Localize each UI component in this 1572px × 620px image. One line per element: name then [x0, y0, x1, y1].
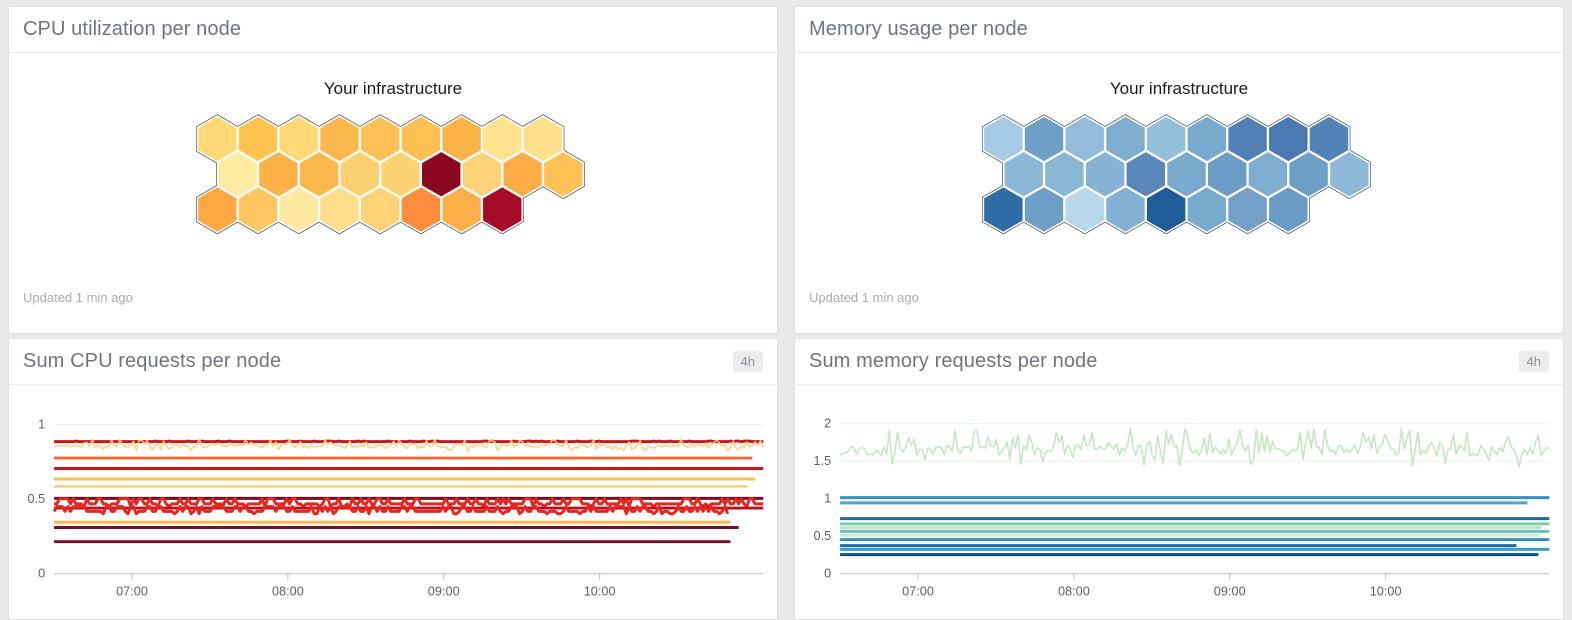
- x-axis-tick-label: 08:00: [272, 583, 304, 598]
- hexmap-container: Your infrastructure Updated 1 min ago: [9, 53, 777, 333]
- y-axis-tick-label: 1: [824, 491, 831, 506]
- chart-series-line: [54, 439, 764, 444]
- page-title: Memory usage per node: [809, 18, 1028, 40]
- x-axis-tick-label: 09:00: [428, 583, 460, 598]
- y-axis-tick-label: 0: [38, 566, 45, 581]
- y-axis-tick-label: 0.5: [814, 528, 832, 543]
- y-axis-tick-label: 1: [38, 416, 45, 431]
- panel-header: Sum memory requests per node 4h: [795, 339, 1563, 385]
- x-axis-tick-label: 07:00: [116, 583, 148, 598]
- time-range-badge[interactable]: 4h: [732, 351, 763, 372]
- x-axis-tick-label: 10:00: [1370, 583, 1402, 598]
- page-title: Sum CPU requests per node: [23, 350, 282, 372]
- x-axis-tick-label: 07:00: [902, 583, 934, 598]
- y-axis-tick-label: 0.5: [28, 491, 46, 506]
- time-range-badge[interactable]: 4h: [1518, 351, 1549, 372]
- y-axis-tick-label: 2: [824, 416, 831, 431]
- hexmap-container: Your infrastructure Updated 1 min ago: [795, 53, 1563, 333]
- cpu-hexmap-svg[interactable]: [183, 113, 603, 248]
- panel-body: 0 0.5 1 1.5 2 07:00 08:00 09:00 10:00: [795, 385, 1563, 619]
- memory-requests-chart[interactable]: 0 0.5 1 1.5 2 07:00 08:00 09:00 10:00: [795, 385, 1563, 619]
- hexmap-subtitle: Your infrastructure: [323, 79, 463, 98]
- cpu-requests-chart[interactable]: 0 0.5 1 07:00 08:00 09:00 10:00: [9, 385, 777, 619]
- updated-timestamp: Updated 1 min ago: [809, 290, 919, 305]
- panel-header: Memory usage per node: [795, 7, 1563, 53]
- chart-series-line: [839, 427, 1550, 468]
- panel-body: 0 0.5 1 07:00 08:00 09:00 10:00: [9, 385, 777, 619]
- panel-memory-usage[interactable]: Memory usage per node Your infrastructur…: [794, 6, 1564, 334]
- x-axis-tick-label: 10:00: [584, 583, 616, 598]
- panel-cpu-utilization[interactable]: CPU utilization per node Your infrastruc…: [8, 6, 778, 334]
- panel-body: Your infrastructure Updated 1 min ago: [795, 53, 1563, 333]
- memory-hexmap-cell: Memory usage per node Your infrastructur…: [786, 0, 1572, 334]
- cpu-hexmap-cell: CPU utilization per node Your infrastruc…: [0, 0, 786, 334]
- y-axis-tick-label: 1.5: [814, 453, 832, 468]
- panel-header: Sum CPU requests per node 4h: [9, 339, 777, 385]
- y-axis-tick-label: 0: [824, 566, 831, 581]
- memory-hexmap-svg[interactable]: [969, 113, 1389, 248]
- hexmap-subtitle: Your infrastructure: [1109, 79, 1249, 98]
- updated-timestamp: Updated 1 min ago: [23, 290, 133, 305]
- panel-header: CPU utilization per node: [9, 7, 777, 53]
- memory-requests-cell: Sum memory requests per node 4h 0 0.5 1 1.5…: [786, 334, 1572, 620]
- page-title: CPU utilization per node: [23, 18, 242, 40]
- chart-series-line: [54, 497, 764, 508]
- chart-series-line: [52, 505, 730, 516]
- panel-memory-requests[interactable]: Sum memory requests per node 4h 0 0.5 1 1.5…: [794, 338, 1564, 620]
- page-title: Sum memory requests per node: [809, 350, 1098, 372]
- x-axis-tick-label: 08:00: [1058, 583, 1090, 598]
- chart-series-line: [53, 438, 764, 452]
- panel-body: Your infrastructure Updated 1 min ago: [9, 53, 777, 333]
- x-axis-tick-label: 09:00: [1214, 583, 1246, 598]
